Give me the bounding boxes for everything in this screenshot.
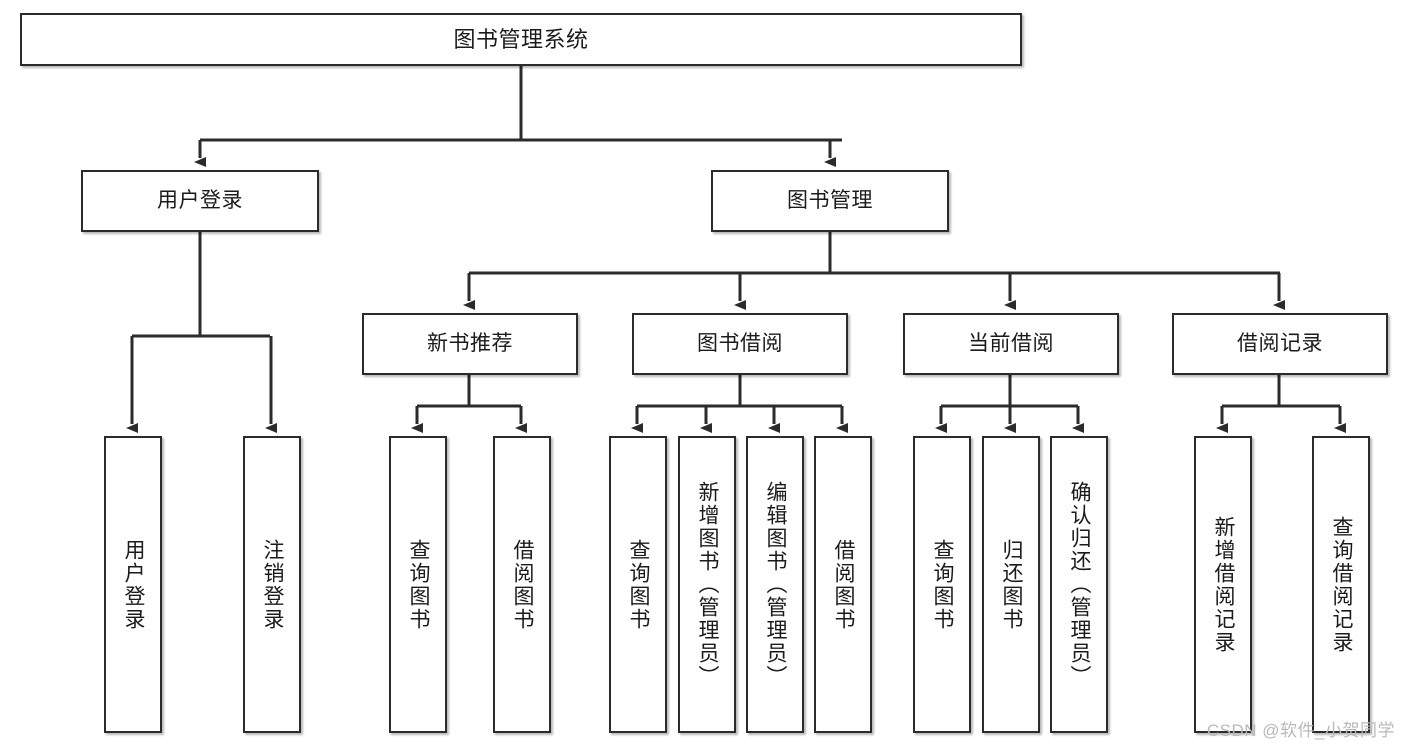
node-leaf-query-book-1-label: 查询图书: [407, 538, 431, 631]
node-user-login-label: 用户登录: [157, 188, 243, 212]
node-borrow-record[interactable]: 借阅记录: [1172, 313, 1388, 375]
node-leaf-logout-login-label: 注销登录: [261, 538, 285, 631]
node-new-book-recommend[interactable]: 新书推荐: [362, 313, 578, 375]
node-leaf-edit-book[interactable]: 编辑图书（管理员）: [746, 436, 804, 733]
node-leaf-query-book-2[interactable]: 查询图书: [609, 436, 667, 733]
node-root-label: 图书管理系统: [453, 26, 589, 52]
node-new-book-recommend-label: 新书推荐: [427, 331, 513, 355]
node-leaf-return-book[interactable]: 归还图书: [982, 436, 1040, 733]
node-leaf-user-login[interactable]: 用户登录: [104, 436, 162, 733]
node-current-borrow-label: 当前借阅: [968, 331, 1054, 355]
node-leaf-borrow-book-2[interactable]: 借阅图书: [814, 436, 872, 733]
node-book-management-label: 图书管理: [787, 188, 873, 212]
node-leaf-confirm-return[interactable]: 确认归还（管理员）: [1050, 436, 1108, 733]
node-leaf-add-book-label: 新增图书（管理员）: [696, 481, 720, 688]
node-leaf-add-record-label: 新增借阅记录: [1212, 515, 1236, 654]
node-leaf-user-login-label: 用户登录: [122, 538, 146, 631]
node-user-login[interactable]: 用户登录: [81, 170, 319, 232]
node-current-borrow[interactable]: 当前借阅: [903, 313, 1119, 375]
node-book-management[interactable]: 图书管理: [711, 170, 949, 232]
node-leaf-add-record[interactable]: 新增借阅记录: [1194, 436, 1252, 733]
node-borrow-record-label: 借阅记录: [1237, 331, 1323, 355]
node-leaf-query-book-1[interactable]: 查询图书: [389, 436, 447, 733]
node-leaf-add-book[interactable]: 新增图书（管理员）: [678, 436, 736, 733]
node-leaf-query-book-3[interactable]: 查询图书: [913, 436, 971, 733]
node-leaf-query-record[interactable]: 查询借阅记录: [1312, 436, 1370, 733]
node-leaf-confirm-return-label: 确认归还（管理员）: [1068, 481, 1092, 688]
node-book-borrow[interactable]: 图书借阅: [632, 313, 848, 375]
node-leaf-logout-login[interactable]: 注销登录: [243, 436, 301, 733]
node-book-borrow-label: 图书借阅: [697, 331, 783, 355]
node-leaf-query-book-3-label: 查询图书: [931, 538, 955, 631]
node-leaf-query-book-2-label: 查询图书: [627, 538, 651, 631]
node-leaf-return-book-label: 归还图书: [1000, 538, 1024, 631]
node-root[interactable]: 图书管理系统: [20, 13, 1022, 66]
node-leaf-edit-book-label: 编辑图书（管理员）: [764, 481, 788, 688]
node-leaf-borrow-book-1[interactable]: 借阅图书: [493, 436, 551, 733]
node-leaf-query-record-label: 查询借阅记录: [1330, 515, 1354, 654]
node-leaf-borrow-book-1-label: 借阅图书: [511, 538, 535, 631]
node-leaf-borrow-book-2-label: 借阅图书: [832, 538, 856, 631]
